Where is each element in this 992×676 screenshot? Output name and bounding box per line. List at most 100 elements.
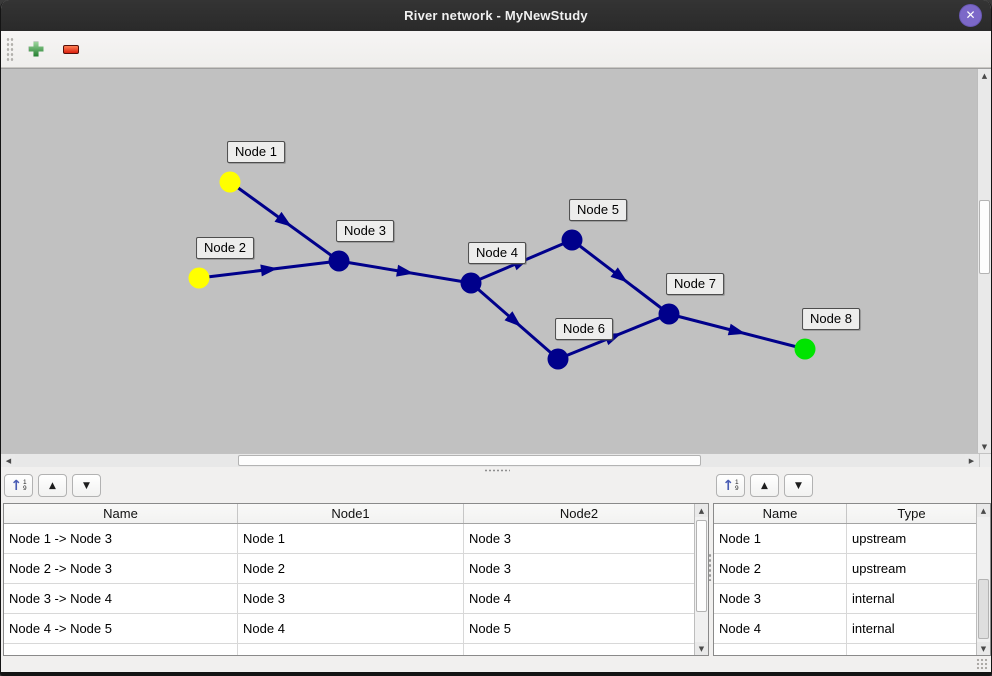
node-node-6[interactable] (547, 348, 569, 370)
main-toolbar (1, 31, 991, 68)
table-vertical-scrollbar[interactable]: ▲▼ (694, 504, 708, 655)
close-button[interactable]: ✕ (959, 4, 982, 27)
titlebar[interactable]: River network - MyNewStudy ✕ (1, 0, 991, 31)
cell-name[interactable]: Node 3 -> Node 4 (4, 584, 238, 613)
cell-node2[interactable]: Node 3 (469, 531, 511, 546)
cell-node1[interactable]: Node 4 (238, 614, 464, 643)
cell-empty (847, 644, 976, 655)
toolbar-drag-handle[interactable] (6, 37, 14, 61)
cell-name[interactable]: Node 1 (714, 524, 847, 553)
close-icon: ✕ (965, 8, 976, 22)
table-vertical-scrollbar[interactable]: ▲▼ (976, 504, 990, 655)
table-scroll-thumb[interactable] (696, 520, 707, 612)
links-move-down-button[interactable]: ▼ (72, 474, 101, 497)
tables-splitter[interactable] (708, 553, 712, 581)
splitter-handle-dots (484, 468, 510, 472)
canvas-horizontal-scrollbar[interactable]: ◀ ▶ (1, 453, 991, 467)
nodes-sort-button[interactable]: ↑ 1 9 (716, 474, 745, 497)
edge-arrowhead-icon (260, 264, 278, 277)
table-row[interactable]: Node 4 internal (714, 614, 990, 644)
node-label[interactable]: Node 1 (227, 141, 285, 163)
column-header-name[interactable]: Name (4, 504, 238, 523)
cell-name[interactable]: Node 4 (714, 614, 847, 643)
sort-numeric-ascending-icon: ↑ 1 9 (10, 477, 27, 494)
panel-splitter[interactable] (1, 467, 991, 473)
cell-type[interactable]: internal (852, 621, 895, 636)
edge-arrowhead-icon (274, 211, 292, 227)
red-minus-icon (63, 44, 79, 54)
scroll-left-icon[interactable]: ◀ (2, 454, 15, 467)
river-network-canvas[interactable]: Node 1 Node 2 Node 3 Node 4 Node 5 Node 6 Node… (1, 68, 991, 453)
node-node-8[interactable] (794, 338, 816, 360)
cell-name[interactable]: Node 4 -> Node 5 (4, 614, 238, 643)
node-label[interactable]: Node 3 (336, 220, 394, 242)
scroll-up-icon[interactable]: ▲ (977, 504, 990, 517)
cell-node2[interactable]: Node 4 (469, 591, 511, 606)
scroll-right-icon[interactable]: ▶ (965, 454, 978, 467)
node-node-1[interactable] (219, 171, 241, 193)
node-node-3[interactable] (328, 250, 350, 272)
column-header-name[interactable]: Name (714, 504, 847, 523)
nodes-move-down-button[interactable]: ▼ (784, 474, 813, 497)
node-label[interactable]: Node 6 (555, 318, 613, 340)
cell-node1[interactable]: Node 1 (238, 524, 464, 553)
cell-name[interactable]: Node 1 -> Node 3 (4, 524, 238, 553)
node-label[interactable]: Node 8 (802, 308, 860, 330)
cell-node2[interactable]: Node 3 (469, 561, 511, 576)
river-network-graph[interactable] (1, 69, 977, 453)
scroll-down-icon[interactable]: ▼ (977, 642, 990, 655)
node-label[interactable]: Node 4 (468, 242, 526, 264)
column-header-node1[interactable]: Node1 (238, 504, 464, 523)
cell-type[interactable]: internal (852, 591, 895, 606)
add-button[interactable] (23, 36, 49, 62)
scroll-down-icon[interactable]: ▼ (978, 440, 991, 453)
table-row[interactable]: Node 2 upstream (714, 554, 990, 584)
scroll-up-icon[interactable]: ▲ (695, 504, 708, 517)
tables-panel: ↑ 1 9 ▲ ▼ ↑ 1 9 (1, 473, 991, 672)
node-node-5[interactable] (561, 229, 583, 251)
node-node-7[interactable] (658, 303, 680, 325)
scroll-up-icon[interactable]: ▲ (978, 69, 991, 82)
links-sort-button[interactable]: ↑ 1 9 (4, 474, 33, 497)
node-node-4[interactable] (460, 272, 482, 294)
column-header-node2[interactable]: Node2 (559, 506, 599, 521)
cell-node2[interactable]: Node 5 (469, 621, 511, 636)
node-node-2[interactable] (188, 267, 210, 289)
remove-button[interactable] (58, 36, 84, 62)
column-header-type[interactable]: Type (897, 506, 926, 521)
cell-name[interactable]: Node 3 (714, 584, 847, 613)
canvas-vertical-scrollbar[interactable]: ▲ ▼ (977, 69, 991, 453)
node-label[interactable]: Node 2 (196, 237, 254, 259)
table-row[interactable]: Node 1 upstream (714, 524, 990, 554)
cell-name[interactable]: Node 2 (714, 554, 847, 583)
nodes-move-up-button[interactable]: ▲ (750, 474, 779, 497)
table-row[interactable]: Node 3 internal (714, 584, 990, 614)
scrollbar-corner (979, 454, 991, 467)
resize-grip[interactable] (976, 658, 988, 670)
sort-numeric-ascending-icon: ↑ 1 9 (722, 477, 739, 494)
scroll-down-icon[interactable]: ▼ (695, 642, 708, 655)
table-row-partial (4, 644, 708, 655)
cell-type[interactable]: upstream (852, 531, 907, 546)
horizontal-scroll-thumb[interactable] (238, 455, 701, 466)
down-triangle-icon: ▼ (83, 480, 90, 491)
vertical-scroll-thumb[interactable] (979, 200, 990, 274)
cell-node1[interactable]: Node 3 (238, 584, 464, 613)
table-scroll-thumb[interactable] (978, 579, 989, 639)
node-label[interactable]: Node 7 (666, 273, 724, 295)
down-triangle-icon: ▼ (795, 480, 802, 491)
links-move-up-button[interactable]: ▲ (38, 474, 67, 497)
cell-type[interactable]: upstream (852, 561, 907, 576)
cell-name[interactable]: Node 2 -> Node 3 (4, 554, 238, 583)
cell-node1[interactable]: Node 2 (238, 554, 464, 583)
up-triangle-icon: ▲ (761, 480, 768, 491)
edge-arrowhead-icon (396, 264, 414, 277)
node-label[interactable]: Node 5 (569, 199, 627, 221)
